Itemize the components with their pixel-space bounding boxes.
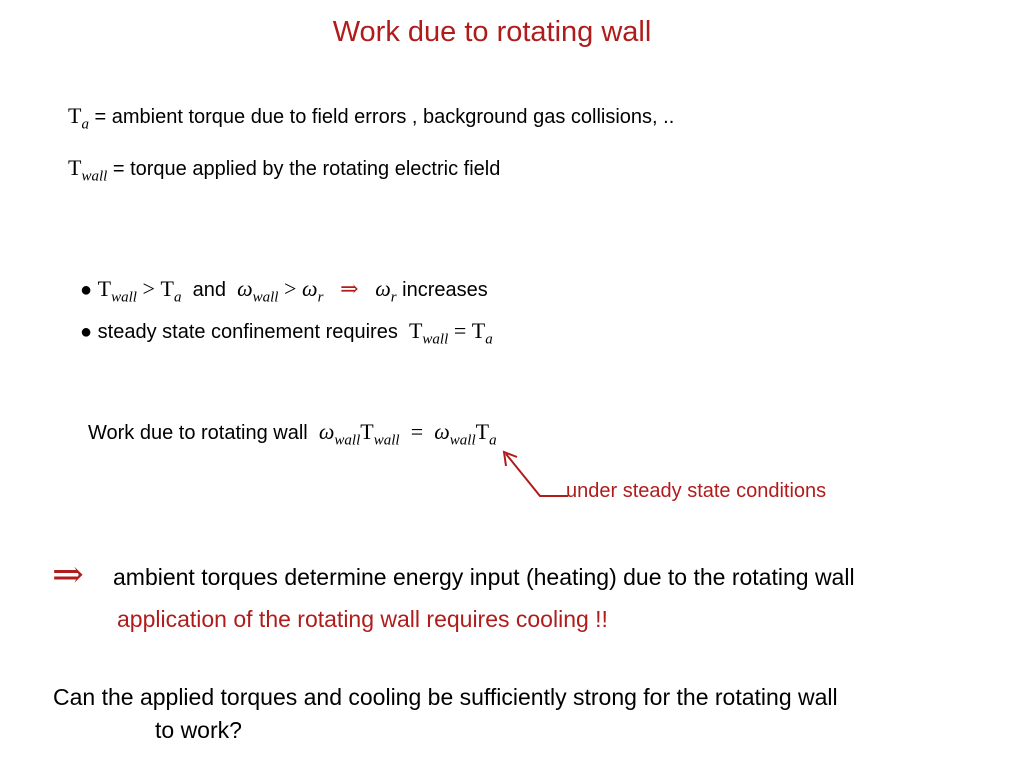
- subscript-wall: wall: [449, 432, 476, 449]
- conclusion-text: ambient torques determine energy input (…: [113, 564, 855, 590]
- subscript-wall: wall: [111, 289, 137, 306]
- bullet-marker: ●: [80, 279, 93, 301]
- symbol-T: T: [68, 103, 82, 128]
- pointer-arrow-icon: [502, 450, 568, 497]
- symbol-T: T: [408, 318, 423, 343]
- omega-symbol: ω: [434, 419, 450, 444]
- subscript-a: a: [489, 432, 497, 449]
- steady-state-note: under steady state conditions: [566, 480, 827, 502]
- question-line-2: to work?: [155, 717, 242, 743]
- bullet-torque-inequality: ● Twall > Ta and ωwall > ωr ⇒ ωr increas…: [80, 276, 488, 306]
- subscript-a: a: [173, 289, 182, 306]
- subscript-a: a: [485, 331, 493, 348]
- subscript-a: a: [81, 116, 89, 133]
- symbol-T: T: [475, 419, 490, 444]
- work-label: Work due to rotating wall: [88, 422, 308, 444]
- increases-text: increases: [402, 279, 488, 301]
- subscript-wall: wall: [81, 168, 108, 185]
- bullet-marker: ●: [80, 321, 93, 343]
- symbol-T: T: [360, 419, 374, 444]
- subscript-r: r: [390, 289, 397, 306]
- steady-requires-text: steady state confinement requires: [97, 321, 398, 343]
- equals-symbol: =: [453, 318, 467, 343]
- subscript-wall: wall: [373, 432, 400, 449]
- subscript-wall: wall: [422, 331, 449, 348]
- symbol-T: T: [471, 318, 486, 343]
- definition-wall-torque: Twall = torque applied by the rotating e…: [68, 155, 501, 185]
- slide-title: Work due to rotating wall: [332, 16, 652, 48]
- symbol-T: T: [160, 276, 174, 301]
- omega-symbol: ω: [237, 276, 253, 301]
- question-line-1: Can the applied torques and cooling be s…: [53, 684, 838, 710]
- equals-symbol: =: [410, 419, 424, 444]
- work-equation: Work due to rotating wall ωwallTwall = ω…: [88, 419, 497, 449]
- definition-ambient-torque: Ta = ambient torque due to field errors …: [68, 103, 675, 133]
- subscript-r: r: [317, 289, 324, 306]
- omega-symbol: ω: [375, 276, 391, 301]
- implies-arrow-icon: ⇒: [52, 554, 84, 596]
- implies-arrow-icon: ⇒: [340, 276, 359, 301]
- subscript-wall: wall: [252, 289, 279, 306]
- greater-than-symbol: >: [284, 276, 297, 301]
- subscript-wall: wall: [334, 432, 361, 449]
- bullet-steady-state: ● steady state confinement requires Twal…: [80, 318, 493, 348]
- and-text: and: [192, 279, 226, 301]
- greater-than-symbol: >: [142, 276, 155, 301]
- definition-wall-text: = torque applied by the rotating electri…: [112, 158, 501, 180]
- symbol-T: T: [97, 276, 112, 301]
- omega-symbol: ω: [318, 419, 335, 444]
- definition-ambient-text: = ambient torque due to field errors , b…: [94, 106, 675, 128]
- cooling-note: application of the rotating wall require…: [117, 606, 608, 632]
- symbol-T: T: [68, 155, 82, 180]
- omega-symbol: ω: [302, 276, 318, 301]
